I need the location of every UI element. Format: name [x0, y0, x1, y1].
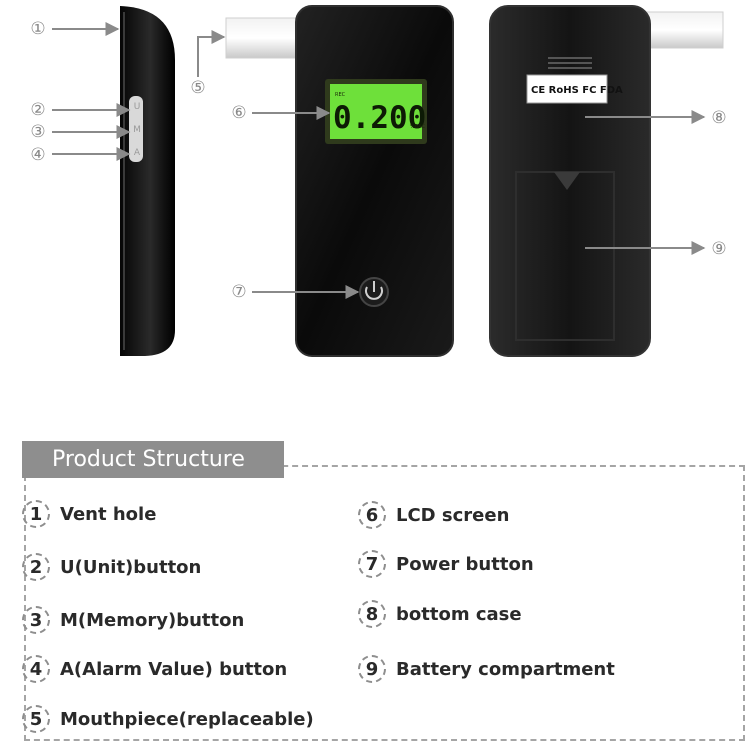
legend-item-bottom-case: 8 bottom case	[358, 600, 522, 628]
battery-cover	[515, 171, 615, 341]
legend-label: LCD screen	[396, 504, 510, 526]
power-icon	[365, 286, 383, 300]
legend-number: 7	[358, 550, 386, 578]
lcd-unit: %BAC	[410, 124, 426, 130]
legend-item-m-button: 3 M(Memory)button	[22, 606, 244, 634]
vent-slots	[548, 57, 592, 69]
legend-item-lcd-screen: 6 LCD screen	[358, 501, 509, 529]
callout-7: ⑦	[231, 282, 246, 302]
legend-number: 2	[22, 553, 50, 581]
lcd-rec-indicator: REC	[335, 92, 346, 98]
legend-label: Vent hole	[60, 503, 157, 525]
certification-marks: CE RoHS FC FDA	[531, 85, 623, 96]
mouthpiece	[225, 17, 299, 59]
legend-number: 8	[358, 600, 386, 628]
callout-5: ⑤	[190, 78, 205, 98]
device-side-view: U M A	[120, 6, 175, 356]
callout-9: ⑨	[711, 239, 726, 259]
breathalyzer-diagram: U M A REC 0.200 %BAC CE RoHS FC FDA	[30, 5, 727, 357]
legend-number: 6	[358, 501, 386, 529]
certification-label	[526, 74, 608, 104]
callout-lines	[52, 22, 706, 299]
m-button-letter: M	[133, 125, 141, 135]
legend-item-mouthpiece: 5 Mouthpiece(replaceable)	[22, 705, 314, 733]
product-structure-panel	[24, 465, 745, 741]
legend-number: 5	[22, 705, 50, 733]
legend-number: 3	[22, 606, 50, 634]
callout-4: ④	[30, 145, 45, 165]
device-front-view: REC 0.200 %BAC	[225, 5, 454, 357]
legend-item-power-button: 7 Power button	[358, 550, 534, 578]
legend-number: 4	[22, 655, 50, 683]
legend-number: 9	[358, 655, 386, 683]
legend-label: A(Alarm Value) button	[60, 658, 288, 680]
callout-8: ⑧	[711, 108, 726, 128]
legend-label: bottom case	[396, 603, 522, 625]
panel-title: Product Structure	[22, 441, 284, 478]
legend-label: U(Unit)button	[60, 556, 202, 578]
device-back-view: CE RoHS FC FDA	[489, 5, 724, 357]
u-button-letter: U	[134, 102, 141, 112]
legend-label: Power button	[396, 553, 534, 575]
legend-label: M(Memory)button	[60, 609, 245, 631]
lcd-reading: 0.200	[333, 100, 426, 136]
a-button-letter: A	[134, 148, 141, 158]
side-buttons	[129, 96, 143, 162]
legend-item-battery-compartment: 9 Battery compartment	[358, 655, 615, 683]
callout-3: ③	[30, 122, 45, 142]
legend-item-vent-hole: 1 Vent hole	[22, 500, 156, 528]
lcd-screen	[330, 84, 422, 139]
legend-item-u-button: 2 U(Unit)button	[22, 553, 201, 581]
callout-2: ②	[30, 100, 45, 120]
legend-label: Mouthpiece(replaceable)	[60, 708, 314, 730]
callout-6: ⑥	[231, 103, 246, 123]
legend-number: 1	[22, 500, 50, 528]
legend-label: Battery compartment	[396, 658, 615, 680]
legend-item-a-button: 4 A(Alarm Value) button	[22, 655, 287, 683]
callout-1: ①	[30, 19, 45, 39]
